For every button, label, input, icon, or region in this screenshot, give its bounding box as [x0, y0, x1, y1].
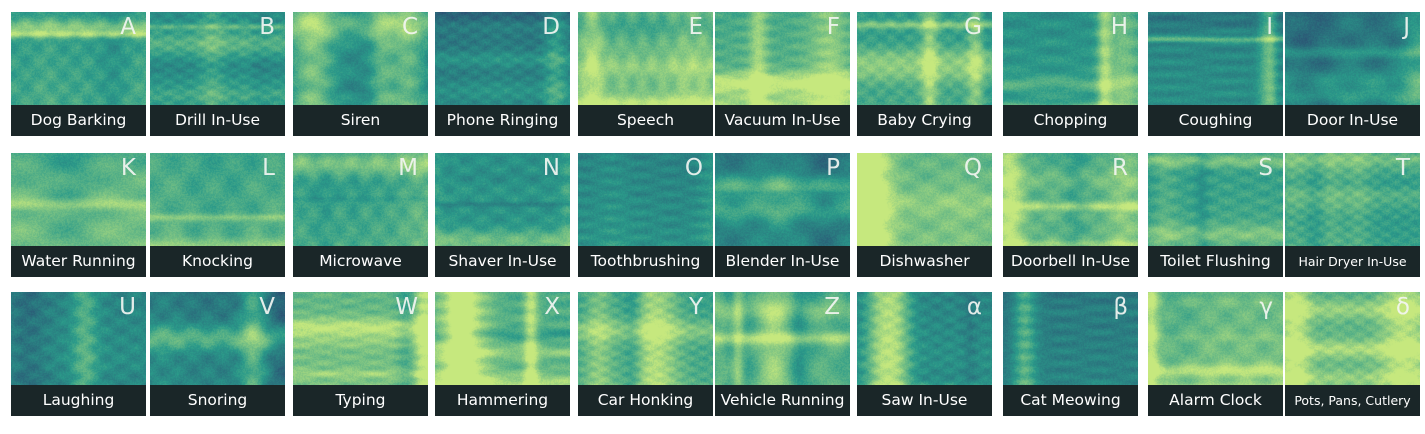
tile-caption: Dog Barking [11, 105, 146, 136]
tile-caption: Alarm Clock [1148, 385, 1283, 416]
tile-caption: Typing [293, 385, 428, 416]
tile-letter: F [826, 14, 840, 40]
spectrogram-tile[interactable]: S Toilet Flushing [1148, 153, 1283, 277]
tile-letter: C [401, 14, 418, 40]
spectrogram-tile[interactable]: V Snoring [150, 292, 285, 416]
spectrogram-tile[interactable]: A Dog Barking [11, 12, 146, 136]
tile-letter: J [1403, 14, 1410, 40]
spectrogram-tile[interactable]: F Vacuum In-Use [715, 12, 850, 136]
tile-caption: Shaver In-Use [435, 246, 570, 277]
tile-letter: D [542, 14, 560, 40]
tile-caption: Phone Ringing [435, 105, 570, 136]
spectrogram-tile[interactable]: P Blender In-Use [715, 153, 850, 277]
tile-letter: P [826, 155, 840, 181]
tile-caption: Microwave [293, 246, 428, 277]
tile-letter: M [398, 155, 418, 181]
tile-caption: Cat Meowing [1003, 385, 1138, 416]
tile-caption: Doorbell In-Use [1003, 246, 1138, 277]
tile-letter: Q [963, 155, 982, 181]
tile-caption: Hammering [435, 385, 570, 416]
tile-caption: Blender In-Use [715, 246, 850, 277]
tile-letter: H [1110, 14, 1128, 40]
tile-letter: Z [824, 294, 840, 320]
tile-caption: Hair Dryer In-Use [1285, 246, 1420, 277]
spectrogram-tile[interactable]: M Microwave [293, 153, 428, 277]
tile-letter: K [120, 155, 136, 181]
spectrogram-tile[interactable]: E Speech [578, 12, 713, 136]
tile-letter: β [1113, 294, 1128, 320]
tile-caption: Speech [578, 105, 713, 136]
spectrogram-tile[interactable]: H Chopping [1003, 12, 1138, 136]
tile-letter: A [120, 14, 136, 40]
tile-caption: Toilet Flushing [1148, 246, 1283, 277]
spectrogram-tile[interactable]: X Hammering [435, 292, 570, 416]
spectrogram-tile[interactable]: T Hair Dryer In-Use [1285, 153, 1420, 277]
spectrogram-tile[interactable]: W Typing [293, 292, 428, 416]
spectrogram-tile[interactable]: B Drill In-Use [150, 12, 285, 136]
tile-caption: Coughing [1148, 105, 1283, 136]
tile-letter: W [395, 294, 418, 320]
tile-caption: Saw In-Use [857, 385, 992, 416]
tile-letter: γ [1259, 294, 1273, 320]
tile-letter: T [1395, 155, 1410, 181]
tile-letter: α [966, 294, 982, 320]
tile-caption: Knocking [150, 246, 285, 277]
spectrogram-tile[interactable]: D Phone Ringing [435, 12, 570, 136]
tile-letter: O [684, 155, 703, 181]
tile-letter: R [1112, 155, 1128, 181]
tile-letter: N [542, 155, 560, 181]
tile-caption: Snoring [150, 385, 285, 416]
spectrogram-tile[interactable]: N Shaver In-Use [435, 153, 570, 277]
spectrogram-tile[interactable]: K Water Running [11, 153, 146, 277]
spectrogram-tile[interactable]: I Coughing [1148, 12, 1283, 136]
tile-caption: Water Running [11, 246, 146, 277]
tile-caption: Car Honking [578, 385, 713, 416]
tile-caption: Baby Crying [857, 105, 992, 136]
tile-letter: X [544, 294, 560, 320]
tile-letter: Y [688, 294, 703, 320]
spectrogram-tile[interactable]: U Laughing [11, 292, 146, 416]
spectrogram-tile[interactable]: O Toothbrushing [578, 153, 713, 277]
tile-caption: Door In-Use [1285, 105, 1420, 136]
tile-caption: Siren [293, 105, 428, 136]
spectrogram-tile[interactable]: C Siren [293, 12, 428, 136]
spectrogram-tile[interactable]: Y Car Honking [578, 292, 713, 416]
tile-caption: Drill In-Use [150, 105, 285, 136]
tile-letter: E [688, 14, 703, 40]
tile-caption: Laughing [11, 385, 146, 416]
tile-caption: Dishwasher [857, 246, 992, 277]
tile-caption: Vehicle Running [715, 385, 850, 416]
tile-letter: G [964, 14, 982, 40]
spectrogram-tile[interactable]: L Knocking [150, 153, 285, 277]
tile-letter: δ [1395, 294, 1410, 320]
tile-letter: I [1266, 14, 1273, 40]
tile-caption: Pots, Pans, Cutlery [1285, 385, 1420, 416]
spectrogram-tile[interactable]: G Baby Crying [857, 12, 992, 136]
tile-caption: Chopping [1003, 105, 1138, 136]
tile-letter: U [119, 294, 136, 320]
spectrogram-tile[interactable]: R Doorbell In-Use [1003, 153, 1138, 277]
spectrogram-tile[interactable]: J Door In-Use [1285, 12, 1420, 136]
tile-letter: L [262, 155, 275, 181]
tile-letter: S [1258, 155, 1273, 181]
tile-caption: Vacuum In-Use [715, 105, 850, 136]
spectrogram-tile[interactable]: Q Dishwasher [857, 153, 992, 277]
tile-letter: B [259, 14, 275, 40]
tile-letter: V [259, 294, 275, 320]
spectrogram-tile[interactable]: Z Vehicle Running [715, 292, 850, 416]
tile-caption: Toothbrushing [578, 246, 713, 277]
